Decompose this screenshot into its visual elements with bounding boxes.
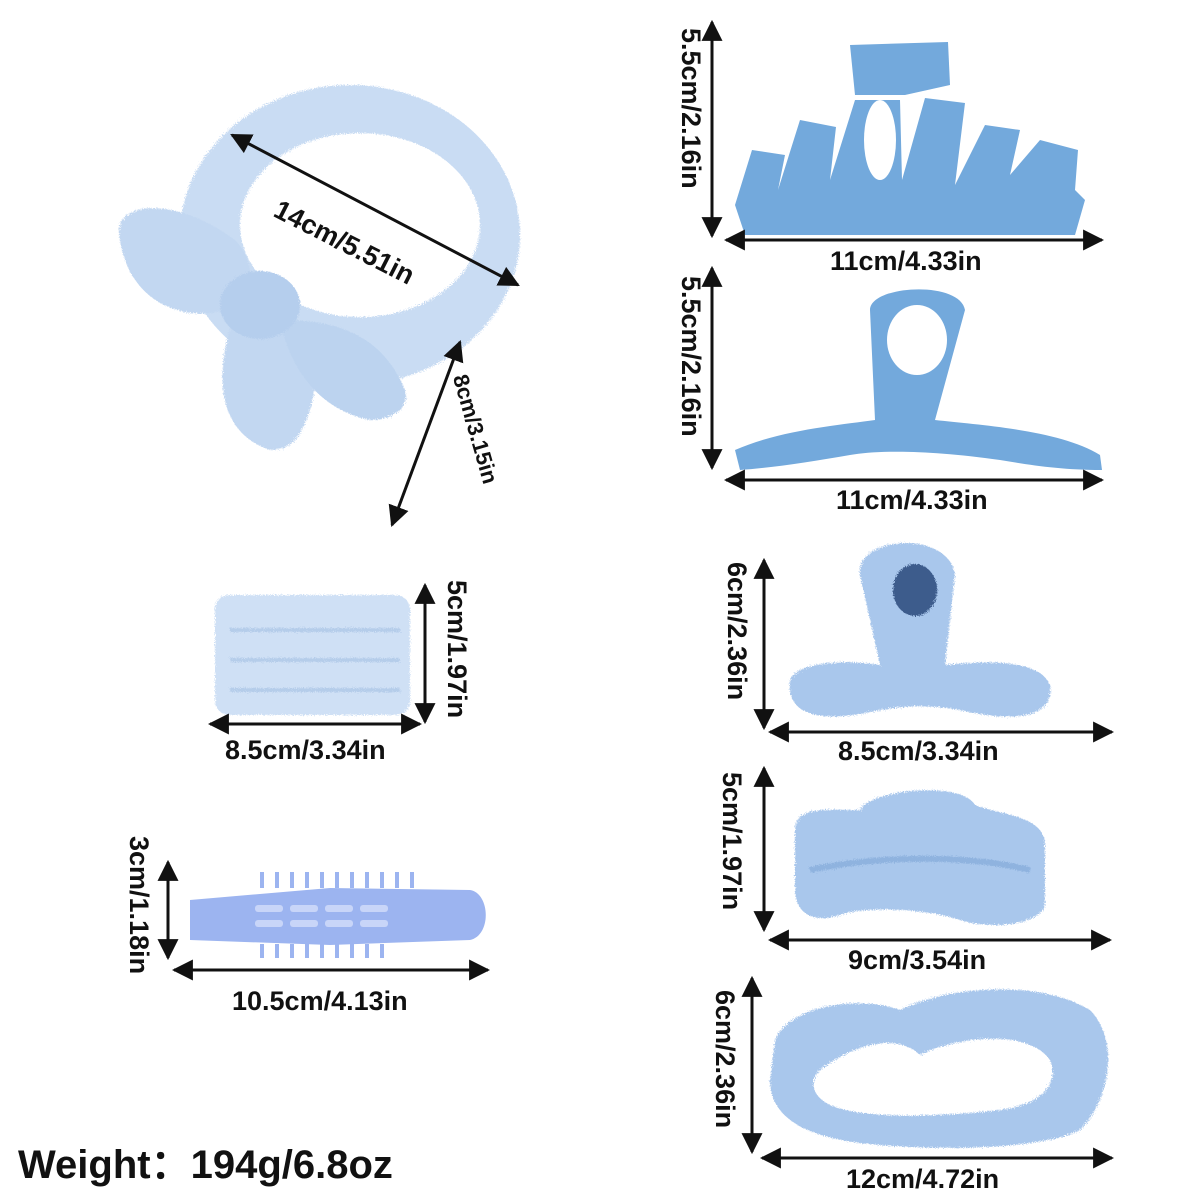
- root-clip-height-label: 3cm/1.18in: [124, 836, 154, 975]
- claw-clip-width-label: 11cm/4.33in: [830, 246, 982, 276]
- headband-height-arrow: [388, 340, 464, 527]
- wristband-height-label: 5cm/1.97in: [442, 580, 472, 719]
- loop-claw-clip-icon: [735, 289, 1102, 470]
- weight-label: Weight：194g/6.8oz: [18, 1143, 393, 1187]
- root-clip-icon: [190, 872, 486, 958]
- loop-clip-width-label: 11cm/4.33in: [836, 485, 988, 515]
- claw-clip-height-label: 5.5cm/2.16in: [676, 28, 706, 189]
- fuzzy-large-height-label: 6cm/2.36in: [710, 990, 740, 1129]
- wristband-icon: [215, 595, 410, 715]
- fuzzy-loop-height-label: 6cm/2.36in: [722, 562, 752, 701]
- fuzzy-large-clip-icon: [770, 989, 1109, 1148]
- fuzzy-rect-width-label: 9cm/3.54in: [848, 945, 987, 975]
- claw-clip-icon: [735, 42, 1085, 235]
- fuzzy-large-width-label: 12cm/4.72in: [846, 1164, 1000, 1194]
- headband-width-arrow: [230, 133, 520, 287]
- fuzzy-rect-clip-icon: [795, 790, 1045, 925]
- root-clip-width-label: 10.5cm/4.13in: [232, 986, 408, 1016]
- fuzzy-loop-width-label: 8.5cm/3.34in: [838, 736, 999, 766]
- wristband-width-label: 8.5cm/3.34in: [225, 735, 386, 765]
- loop-clip-height-label: 5.5cm/2.16in: [676, 276, 706, 437]
- fuzzy-loop-clip-icon: [789, 543, 1051, 717]
- fuzzy-rect-height-label: 5cm/1.97in: [717, 772, 747, 911]
